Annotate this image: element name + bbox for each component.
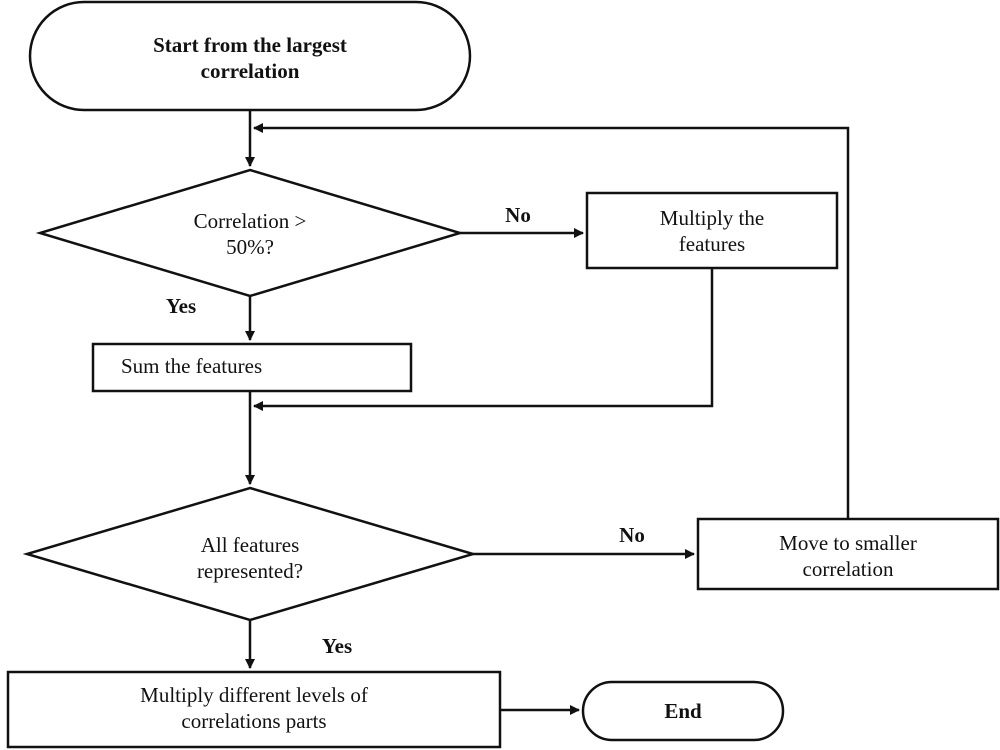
no-label-1: No xyxy=(505,203,531,227)
decision1-text-line2: 50%? xyxy=(226,235,274,259)
decision-correlation-node: Correlation > 50%? xyxy=(35,168,465,298)
multiply-features-line1: Multiply the xyxy=(660,206,764,230)
multiply-features-line2: features xyxy=(679,232,745,256)
end-text: End xyxy=(664,699,702,723)
no-label-2: No xyxy=(619,523,645,547)
start-text-line1: Start from the largest xyxy=(153,33,347,57)
move-smaller-line1: Move to smaller xyxy=(779,531,917,555)
arrow-loop-back xyxy=(253,123,850,519)
end-node: End xyxy=(581,680,785,742)
move-smaller-node: Move to smaller correlation xyxy=(696,517,1000,591)
start-text-line2: correlation xyxy=(201,59,300,83)
sum-features-text: Sum the features xyxy=(121,354,262,378)
decision2-text-line2: represented? xyxy=(197,559,303,583)
decision1-text-line1: Correlation > xyxy=(194,209,307,233)
sum-features-node: Sum the features xyxy=(91,342,413,393)
start-node: Start from the largest correlation xyxy=(28,0,472,112)
decision2-text-line1: All features xyxy=(201,533,300,557)
multiply-features-node: Multiply the features xyxy=(585,191,839,270)
multiply-levels-line1: Multiply different levels of xyxy=(140,683,368,707)
move-smaller-line2: correlation xyxy=(803,557,894,581)
yes-label-1: Yes xyxy=(166,294,196,318)
multiply-levels-line2: correlations parts xyxy=(181,709,326,733)
yes-label-2: Yes xyxy=(322,634,352,658)
multiply-levels-node: Multiply different levels of correlation… xyxy=(6,670,502,749)
arrow-multiply-to-merge xyxy=(253,268,714,411)
decision-all-features-node: All features represented? xyxy=(22,486,478,622)
